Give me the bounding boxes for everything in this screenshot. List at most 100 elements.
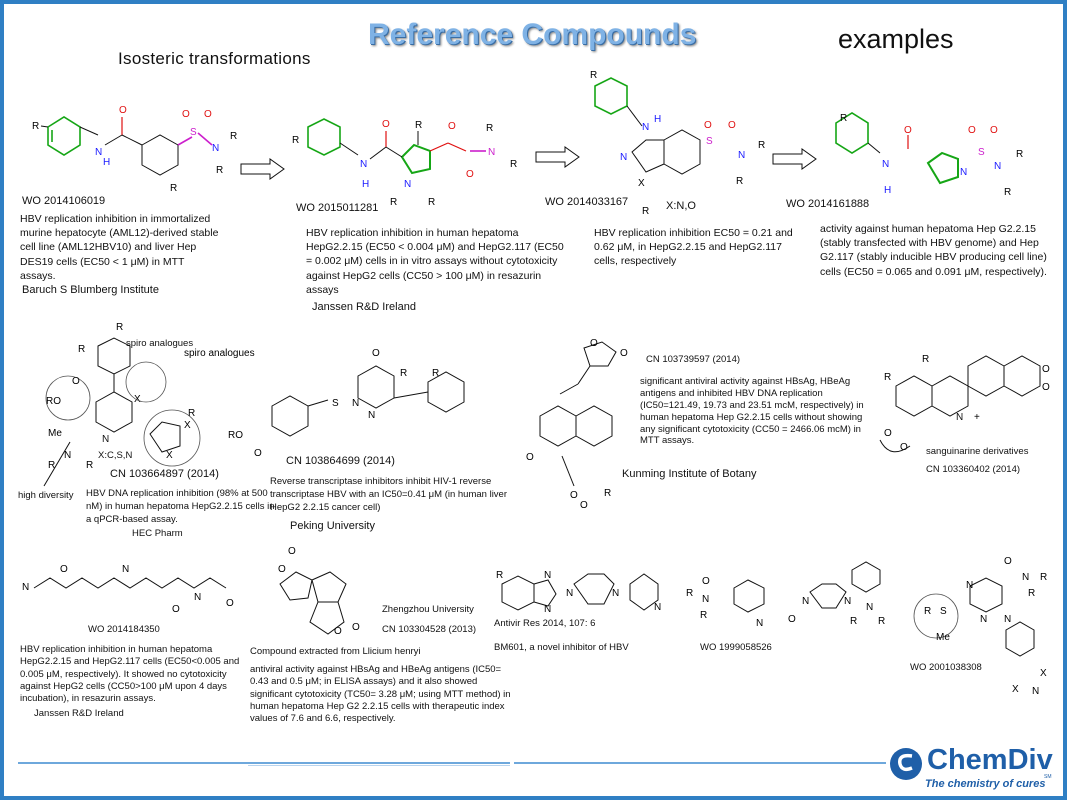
svg-text:N: N <box>22 582 29 593</box>
svg-text:O: O <box>288 546 296 557</box>
svg-text:N: N <box>960 167 967 178</box>
svg-text:H: H <box>884 185 891 196</box>
svg-text:R: R <box>878 616 885 627</box>
svg-text:R: R <box>604 488 611 499</box>
patent-cn103864699: CN 103864699 (2014) <box>286 455 395 467</box>
svg-text:R: R <box>922 354 929 365</box>
patent-wo2014184350: WO 2014184350 <box>88 624 160 635</box>
patent-wo2014033167: WO 2014033167 <box>545 196 629 208</box>
svg-text:R: R <box>400 368 407 379</box>
svg-text:O: O <box>526 452 534 463</box>
structure-wo2015011281: R N H O R N R R O O N R R <box>292 118 517 208</box>
svg-text:N: N <box>702 594 709 605</box>
svg-text:X: X <box>184 420 191 431</box>
svg-text:N: N <box>1004 614 1011 625</box>
svg-text:X: X <box>1040 668 1047 679</box>
svg-text:O: O <box>590 338 598 349</box>
transform-arrow-3 <box>772 148 817 170</box>
structure-bm601: R N N N N N <box>496 570 661 615</box>
svg-text:N: N <box>95 147 102 158</box>
svg-text:N: N <box>994 161 1001 172</box>
logo-servicemark: SM <box>1044 774 1052 780</box>
svg-text:H: H <box>654 114 661 125</box>
svg-text:R: R <box>216 165 223 176</box>
svg-text:N: N <box>956 412 963 423</box>
svg-text:N: N <box>122 564 129 575</box>
svg-text:N: N <box>642 122 649 133</box>
svg-text:X: X <box>1012 684 1019 695</box>
svg-text:R: R <box>188 408 195 419</box>
svg-text:N: N <box>488 147 495 158</box>
svg-text:O: O <box>204 109 212 120</box>
svg-text:N: N <box>612 588 619 599</box>
slide-title: Reference Compounds <box>368 18 697 51</box>
svg-text:R: R <box>884 372 891 383</box>
svg-text:X: X <box>166 450 173 461</box>
patent-cn103360402: CN 103360402 (2014) <box>926 464 1021 475</box>
svg-text:R: R <box>758 140 765 151</box>
desc-wo2015011281: HBV replication inhibition in human hepa… <box>306 227 564 296</box>
structure-wo2014161888: R N H O N S O O N R R <box>835 112 1023 198</box>
svg-text:N: N <box>368 410 375 421</box>
svg-text:O: O <box>620 348 628 359</box>
svg-text:O: O <box>900 442 908 453</box>
svg-text:O: O <box>702 576 710 587</box>
svg-text:S: S <box>706 136 713 147</box>
examples-heading: examples <box>838 24 954 54</box>
patent-wo1999058526: WO 1999058526 <box>700 642 772 653</box>
org-janssen-1: Janssen R&D Ireland <box>312 301 416 313</box>
svg-text:O: O <box>382 119 390 130</box>
footer-rule-right <box>514 762 886 764</box>
spiro-label: spiro analogues <box>126 338 194 349</box>
svg-text:O: O <box>968 125 976 136</box>
svg-text:R: R <box>48 460 55 471</box>
desc-wo2014161888: activity against human hepatoma Hep G2.2… <box>820 223 1047 278</box>
svg-text:S: S <box>978 147 985 158</box>
svg-text:O: O <box>728 120 736 131</box>
svg-text:R: R <box>78 344 85 355</box>
svg-text:R: R <box>590 70 597 81</box>
svg-text:S: S <box>190 127 197 138</box>
svg-text:spiro analogues: spiro analogues <box>184 348 255 359</box>
svg-text:N: N <box>102 434 109 445</box>
svg-text:O: O <box>990 125 998 136</box>
sanguinarine-label: sanguinarine derivatives <box>926 446 1029 457</box>
xnote-row2: X:C,S,N <box>98 450 133 461</box>
svg-text:Me: Me <box>48 428 62 439</box>
high-diversity-label: high diversity <box>18 490 74 501</box>
svg-text:N: N <box>756 618 763 629</box>
svg-text:X: X <box>134 394 141 405</box>
svg-text:N: N <box>566 588 573 599</box>
svg-text:R: R <box>736 176 743 187</box>
patent-cn103739597: CN 103739597 (2014) <box>646 354 741 365</box>
transform-arrow-1 <box>240 158 285 180</box>
svg-text:O: O <box>884 428 892 439</box>
svg-text:N: N <box>866 602 873 613</box>
structure-sanguinarine: R R N + O O O O <box>879 354 1050 453</box>
svg-text:N: N <box>882 159 889 170</box>
svg-text:R: R <box>924 606 931 617</box>
isosteric-heading: Isosteric transformations <box>118 49 311 68</box>
footer-rule-faint <box>248 765 510 766</box>
svg-text:S: S <box>332 398 339 409</box>
svg-text:N: N <box>966 580 973 591</box>
org-kunming: Kunming Institute of Botany <box>622 468 757 480</box>
svg-text:R: R <box>428 197 435 208</box>
svg-text:R: R <box>1016 149 1023 160</box>
svg-text:R: R <box>292 135 299 146</box>
svg-text:R: R <box>1004 187 1011 198</box>
svg-text:RO: RO <box>228 430 243 441</box>
footer-rule-left <box>18 762 510 764</box>
svg-text:N: N <box>1032 686 1039 697</box>
svg-text:O: O <box>60 564 68 575</box>
svg-text:N: N <box>1022 572 1029 583</box>
svg-text:O: O <box>448 121 456 132</box>
chemdiv-logo-icon <box>890 748 922 780</box>
patent-cn103304528: CN 103304528 (2013) <box>382 624 477 635</box>
svg-text:R: R <box>642 206 649 217</box>
svg-text:R: R <box>486 123 493 134</box>
svg-text:R: R <box>840 113 847 124</box>
svg-text:O: O <box>372 348 380 359</box>
structure-wo2014184350: N O N O N O <box>22 564 234 615</box>
transform-arrow-2 <box>535 146 580 168</box>
